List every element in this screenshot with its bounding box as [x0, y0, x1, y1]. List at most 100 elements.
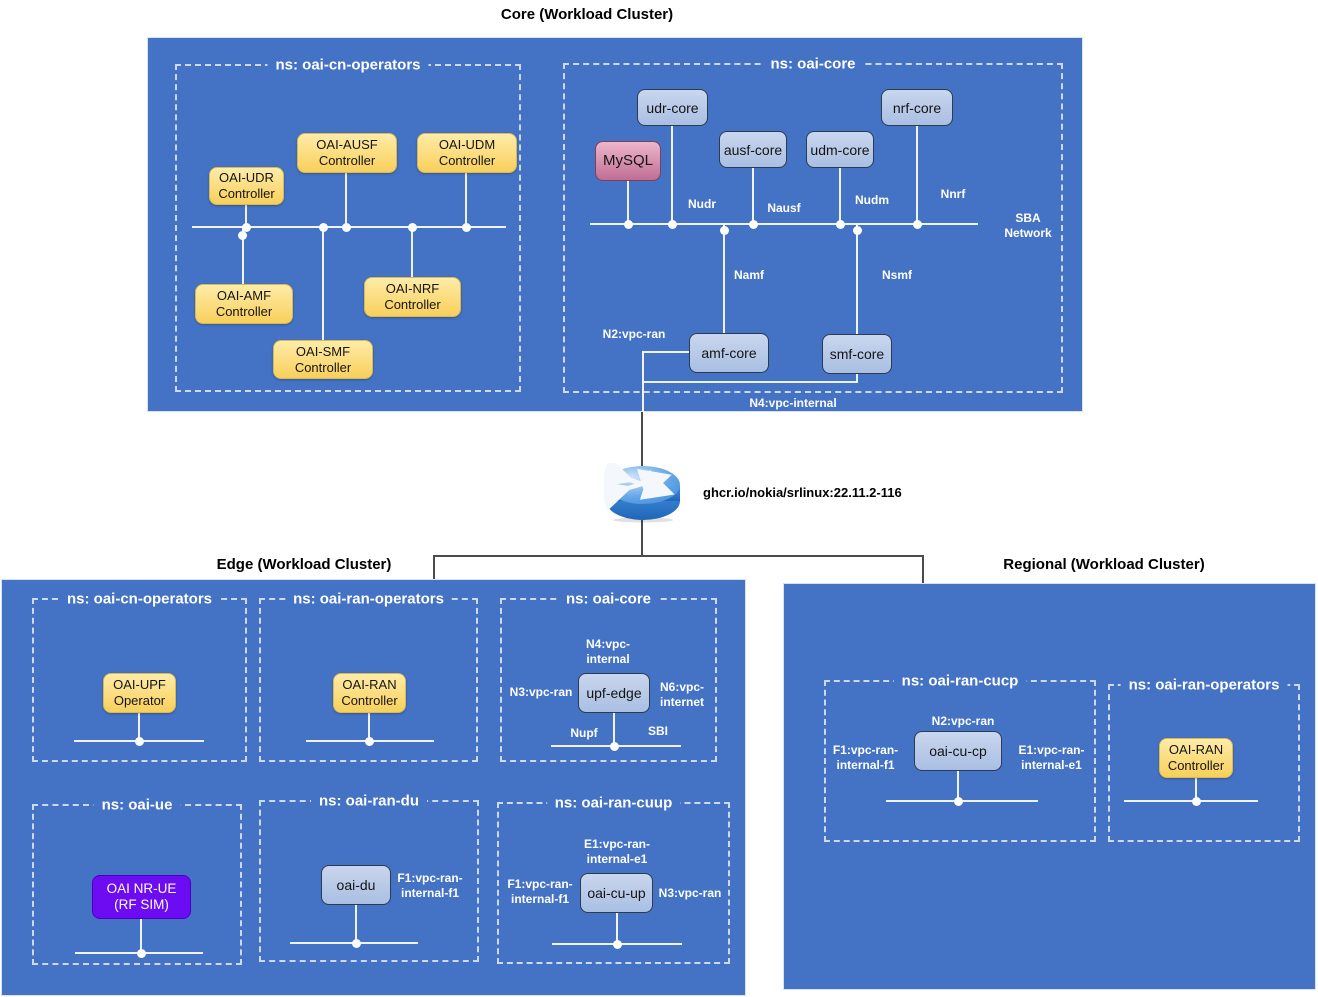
node-ausf-core: ausf-core	[719, 131, 787, 168]
node-oai-nr-ue: OAI NR-UE (RF SIM)	[92, 875, 191, 919]
node-oai-cu-up: oai-cu-up	[580, 873, 653, 913]
node-udr-core: udr-core	[637, 89, 708, 126]
ns-edge-ran-cuup: ns: oai-ran-cuup	[497, 794, 730, 964]
label-n3-vpc-ran-cuup: N3:vpc-ran	[658, 886, 722, 900]
edge-drop-line	[433, 555, 435, 579]
junction-dot	[341, 222, 351, 232]
ns-edge-ran-operators: ns: oai-ran-operators	[259, 590, 478, 762]
ns-title: ns: oai-core	[557, 590, 660, 608]
label-sbi: SBI	[647, 724, 668, 738]
node-oai-amf-controller: OAI-AMF Controller	[195, 284, 293, 324]
junction-dot	[912, 219, 922, 229]
label-namf: Namf	[733, 268, 764, 282]
junction-dot	[609, 741, 619, 751]
ns-edge-oai-ue: ns: oai-ue	[32, 796, 242, 965]
connector-line	[916, 126, 918, 223]
connector-line	[411, 228, 413, 277]
junction-dot	[623, 219, 633, 229]
node-udm-core: udm-core	[806, 131, 874, 168]
node-oai-nrf-controller: OAI-NRF Controller	[364, 277, 461, 317]
label-n2-vpc-ran-regional: N2:vpc-ran	[931, 714, 995, 728]
node-oai-ran-controller-edge: OAI-RAN Controller	[333, 673, 406, 713]
label-n4-vpc-internal-edge: N4:vpc- internal	[585, 637, 630, 666]
connector-line	[322, 228, 324, 340]
node-nrf-core: nrf-core	[881, 89, 953, 126]
label-n3-vpc-ran-edge: N3:vpc-ran	[509, 685, 573, 699]
label-f1-vpc-ran-internal-f1-cucp: F1:vpc-ran- internal-f1	[832, 743, 899, 772]
node-oai-upf-operator: OAI-UPF Operator	[103, 673, 176, 713]
ns-edge-ran-du: ns: oai-ran-du	[259, 792, 479, 962]
connector-line	[355, 905, 357, 942]
label-e1-vpc-ran-internal-e1-cuup: E1:vpc-ran- internal-e1	[583, 837, 651, 866]
label-nsmf: Nsmf	[881, 268, 912, 282]
sba-bus-line	[590, 223, 978, 225]
connector-line	[752, 168, 754, 223]
junction-dot	[667, 219, 677, 229]
connector-line	[140, 919, 142, 952]
junction-dot	[612, 939, 622, 949]
ns-title: ns: oai-ran-operators	[1120, 676, 1288, 694]
junction-dot	[134, 736, 144, 746]
node-amf-core: amf-core	[689, 333, 769, 373]
label-n2-vpc-ran: N2:vpc-ran	[602, 327, 666, 341]
router-icon	[604, 463, 680, 523]
node-oai-du: oai-du	[321, 865, 391, 905]
connector-line	[957, 771, 959, 800]
ns-title: ns: oai-ran-operators	[285, 590, 452, 608]
connector-line	[465, 172, 467, 227]
connector-line	[627, 181, 629, 223]
router-uplink-line	[641, 412, 643, 466]
junction-dot	[351, 938, 361, 948]
node-oai-cu-cp: oai-cu-cp	[914, 731, 1002, 771]
ns-regional-ran-cucp: ns: oai-ran-cucp	[824, 672, 1096, 842]
label-f1-vpc-ran-internal-f1-cuup: F1:vpc-ran- internal-f1	[507, 877, 573, 906]
branch-line	[433, 555, 924, 557]
router-downlink-line	[641, 520, 643, 556]
ns-title: ns: oai-ran-du	[311, 792, 427, 810]
node-oai-udr-controller: OAI-UDR Controller	[209, 167, 284, 205]
junction-dot	[1191, 796, 1201, 806]
regional-cluster-box	[783, 583, 1316, 990]
label-nnrf: Nnrf	[940, 187, 966, 201]
regional-drop-line	[922, 555, 924, 583]
node-oai-udm-controller: OAI-UDM Controller	[417, 133, 517, 173]
label-e1-vpc-ran-internal-e1-cucp: E1:vpc-ran- internal-e1	[1018, 743, 1085, 772]
node-upf-edge: upf-edge	[578, 673, 650, 713]
ns-title: ns: oai-cn-operators	[58, 590, 221, 608]
connector-line	[368, 713, 370, 740]
n4-line	[643, 381, 858, 383]
connector-line	[671, 126, 673, 223]
ns-regional-ran-operators: ns: oai-ran-operators	[1108, 676, 1300, 842]
label-nudr: Nudr	[688, 197, 716, 211]
junction-dot	[835, 219, 845, 229]
label-nupf: Nupf	[570, 726, 598, 740]
ns-title: ns: oai-cn-operators	[267, 56, 429, 74]
junction-dot	[719, 225, 729, 235]
ns-title: ns: oai-ran-cuup	[546, 794, 681, 812]
connector-line	[245, 204, 247, 227]
junction-dot	[241, 222, 251, 232]
node-oai-smf-controller: OAI-SMF Controller	[273, 340, 373, 379]
connector-line	[1195, 778, 1197, 800]
junction-dot	[318, 222, 328, 232]
bus-line	[1124, 800, 1258, 802]
connector-line	[613, 713, 615, 745]
connector-line	[839, 168, 841, 223]
junction-dot	[953, 796, 963, 806]
label-nudm: Nudm	[855, 193, 889, 207]
n4-line	[856, 374, 858, 382]
ns-title: ns: oai-ran-cucp	[893, 672, 1027, 690]
label-f1-vpc-ran-internal-f1-du: F1:vpc-ran- internal-f1	[397, 871, 463, 900]
edge-cluster-title: Edge (Workload Cluster)	[216, 556, 392, 573]
junction-dot	[461, 222, 471, 232]
junction-dot	[407, 222, 417, 232]
nsmf-connector-line	[856, 225, 858, 334]
regional-cluster-title: Regional (Workload Cluster)	[1003, 556, 1205, 573]
ns-title: ns: oai-ue	[93, 796, 181, 814]
namf-connector-line	[723, 225, 725, 333]
junction-dot	[238, 230, 247, 240]
node-oai-ausf-controller: OAI-AUSF Controller	[297, 133, 397, 173]
junction-dot	[136, 948, 146, 958]
junction-dot	[364, 736, 374, 746]
